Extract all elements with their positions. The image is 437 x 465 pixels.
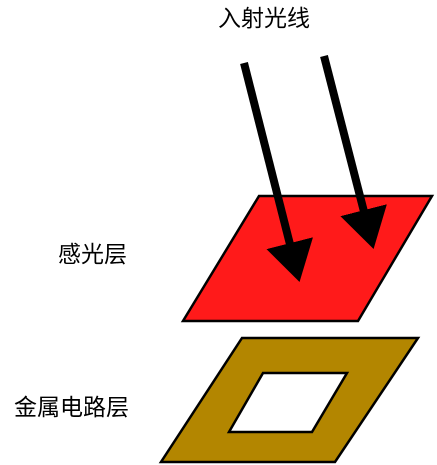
metal-circuit-layer-shape	[158, 336, 421, 464]
incident-light-arrow-right	[320, 55, 387, 249]
metal-circuit-layer-label: 金属电路层	[14, 395, 129, 421]
photosensitive-layer-shape	[180, 194, 435, 323]
photosensitive-layer-label: 感光层	[58, 242, 127, 268]
incident-light-arrow-left	[240, 62, 313, 282]
incident-light-label: 入射光线	[218, 6, 310, 32]
